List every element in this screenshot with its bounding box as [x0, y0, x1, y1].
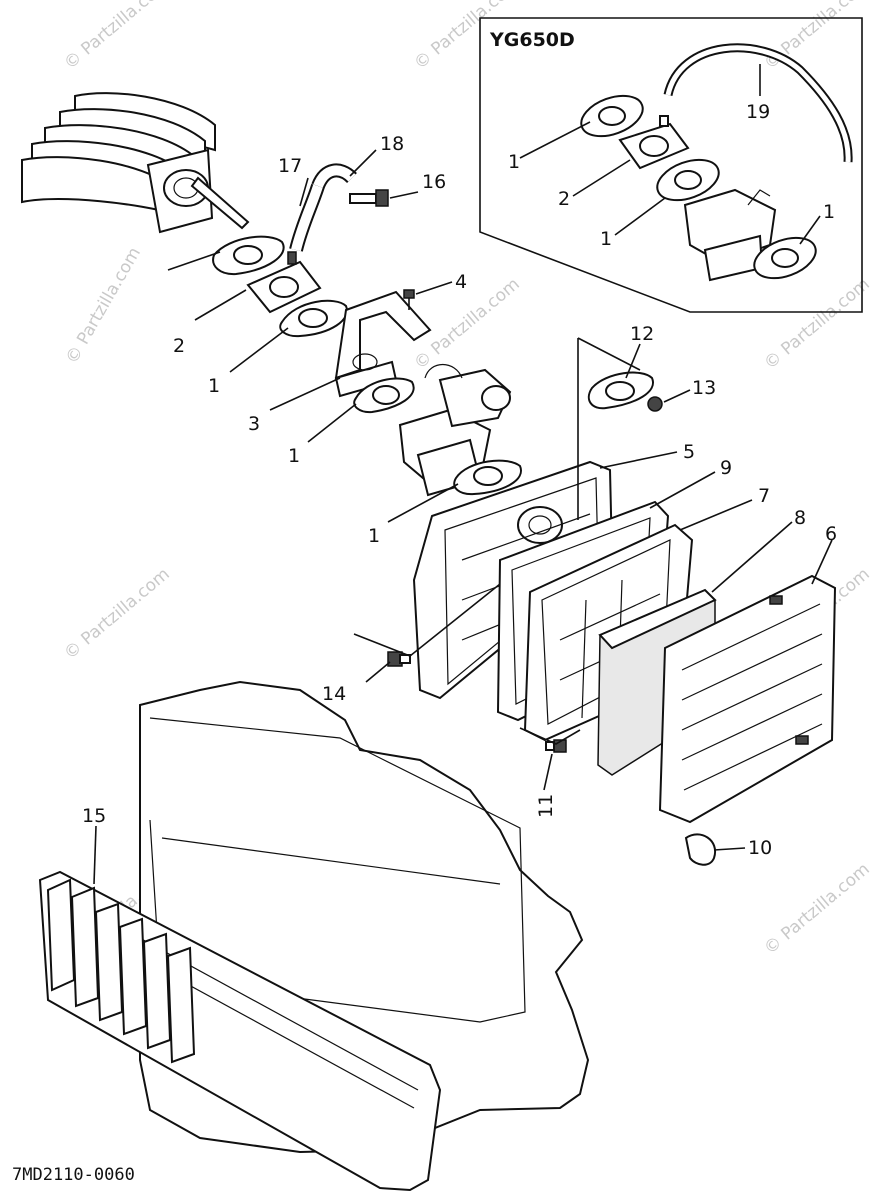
- callout-17: 17: [278, 155, 302, 177]
- watermark: © Partzilla.com: [760, 0, 873, 74]
- screw-4: [403, 289, 415, 310]
- callout-14: 14: [322, 683, 346, 705]
- watermark: © Partzilla.com: [760, 274, 873, 374]
- inset-model-label: YG650D: [489, 29, 575, 51]
- callout-8: 8: [794, 507, 806, 529]
- bolt-16: [349, 189, 389, 207]
- callout-10: 10: [748, 837, 772, 859]
- watermark: © Partzilla.com: [760, 859, 873, 959]
- callout-1: 1: [823, 201, 835, 223]
- callout-1: 1: [368, 525, 380, 547]
- callouts: 2 1 3 1 1 17 18 16 4 12 13 5 9 7 8 6 14 …: [82, 133, 837, 859]
- callout-2: 2: [558, 188, 570, 210]
- callout-1: 1: [508, 151, 520, 173]
- callout-1: 1: [288, 445, 300, 467]
- gasket-1-upper: [212, 235, 285, 276]
- callout-15: 15: [82, 805, 106, 827]
- inset-insulator-2: [618, 115, 690, 170]
- carburetor: [398, 363, 512, 497]
- callout-1: 1: [208, 375, 220, 397]
- callout-2: 2: [173, 335, 185, 357]
- leader-lines: [93, 149, 833, 885]
- gasket-1-front: [453, 459, 522, 496]
- gasket-1-lower: [353, 377, 415, 414]
- bracket-3: [334, 290, 432, 398]
- gasket-12: [587, 371, 654, 410]
- callout-12: 12: [630, 323, 654, 345]
- callout-1: 1: [600, 228, 612, 250]
- watermark: © Partzilla.com: [62, 244, 145, 368]
- cover-15: [38, 870, 442, 1192]
- clip-10: [684, 833, 717, 866]
- nut-13: [647, 396, 663, 412]
- callout-7: 7: [758, 485, 770, 507]
- cover-6: [658, 574, 837, 824]
- callout-9: 9: [720, 457, 732, 479]
- bolt-11: [545, 739, 567, 753]
- callout-19: 19: [746, 101, 770, 123]
- insulator-2: [246, 251, 322, 314]
- callout-5: 5: [683, 441, 695, 463]
- watermark: © Partzilla.com: [60, 564, 173, 664]
- inset-gasket-1c: [753, 236, 817, 280]
- inset-carburetor: [683, 188, 777, 282]
- yg650d-inset: YG650D: [479, 17, 863, 313]
- watermark: © Partzilla.com: [60, 0, 173, 74]
- callout-3: 3: [248, 413, 260, 435]
- engine-cylinder: [21, 92, 250, 234]
- drawing-code: 7MD2110-0060: [12, 1165, 135, 1185]
- callout-11: 11: [535, 794, 557, 818]
- callout-4: 4: [455, 271, 467, 293]
- hose-17: [289, 163, 357, 252]
- callout-16: 16: [422, 171, 446, 193]
- gasket-1-mid: [279, 299, 348, 338]
- callout-6: 6: [825, 523, 837, 545]
- inset-gasket-1b: [656, 158, 720, 202]
- callout-18: 18: [380, 133, 404, 155]
- bolt-14: [387, 651, 411, 667]
- callout-13: 13: [692, 377, 716, 399]
